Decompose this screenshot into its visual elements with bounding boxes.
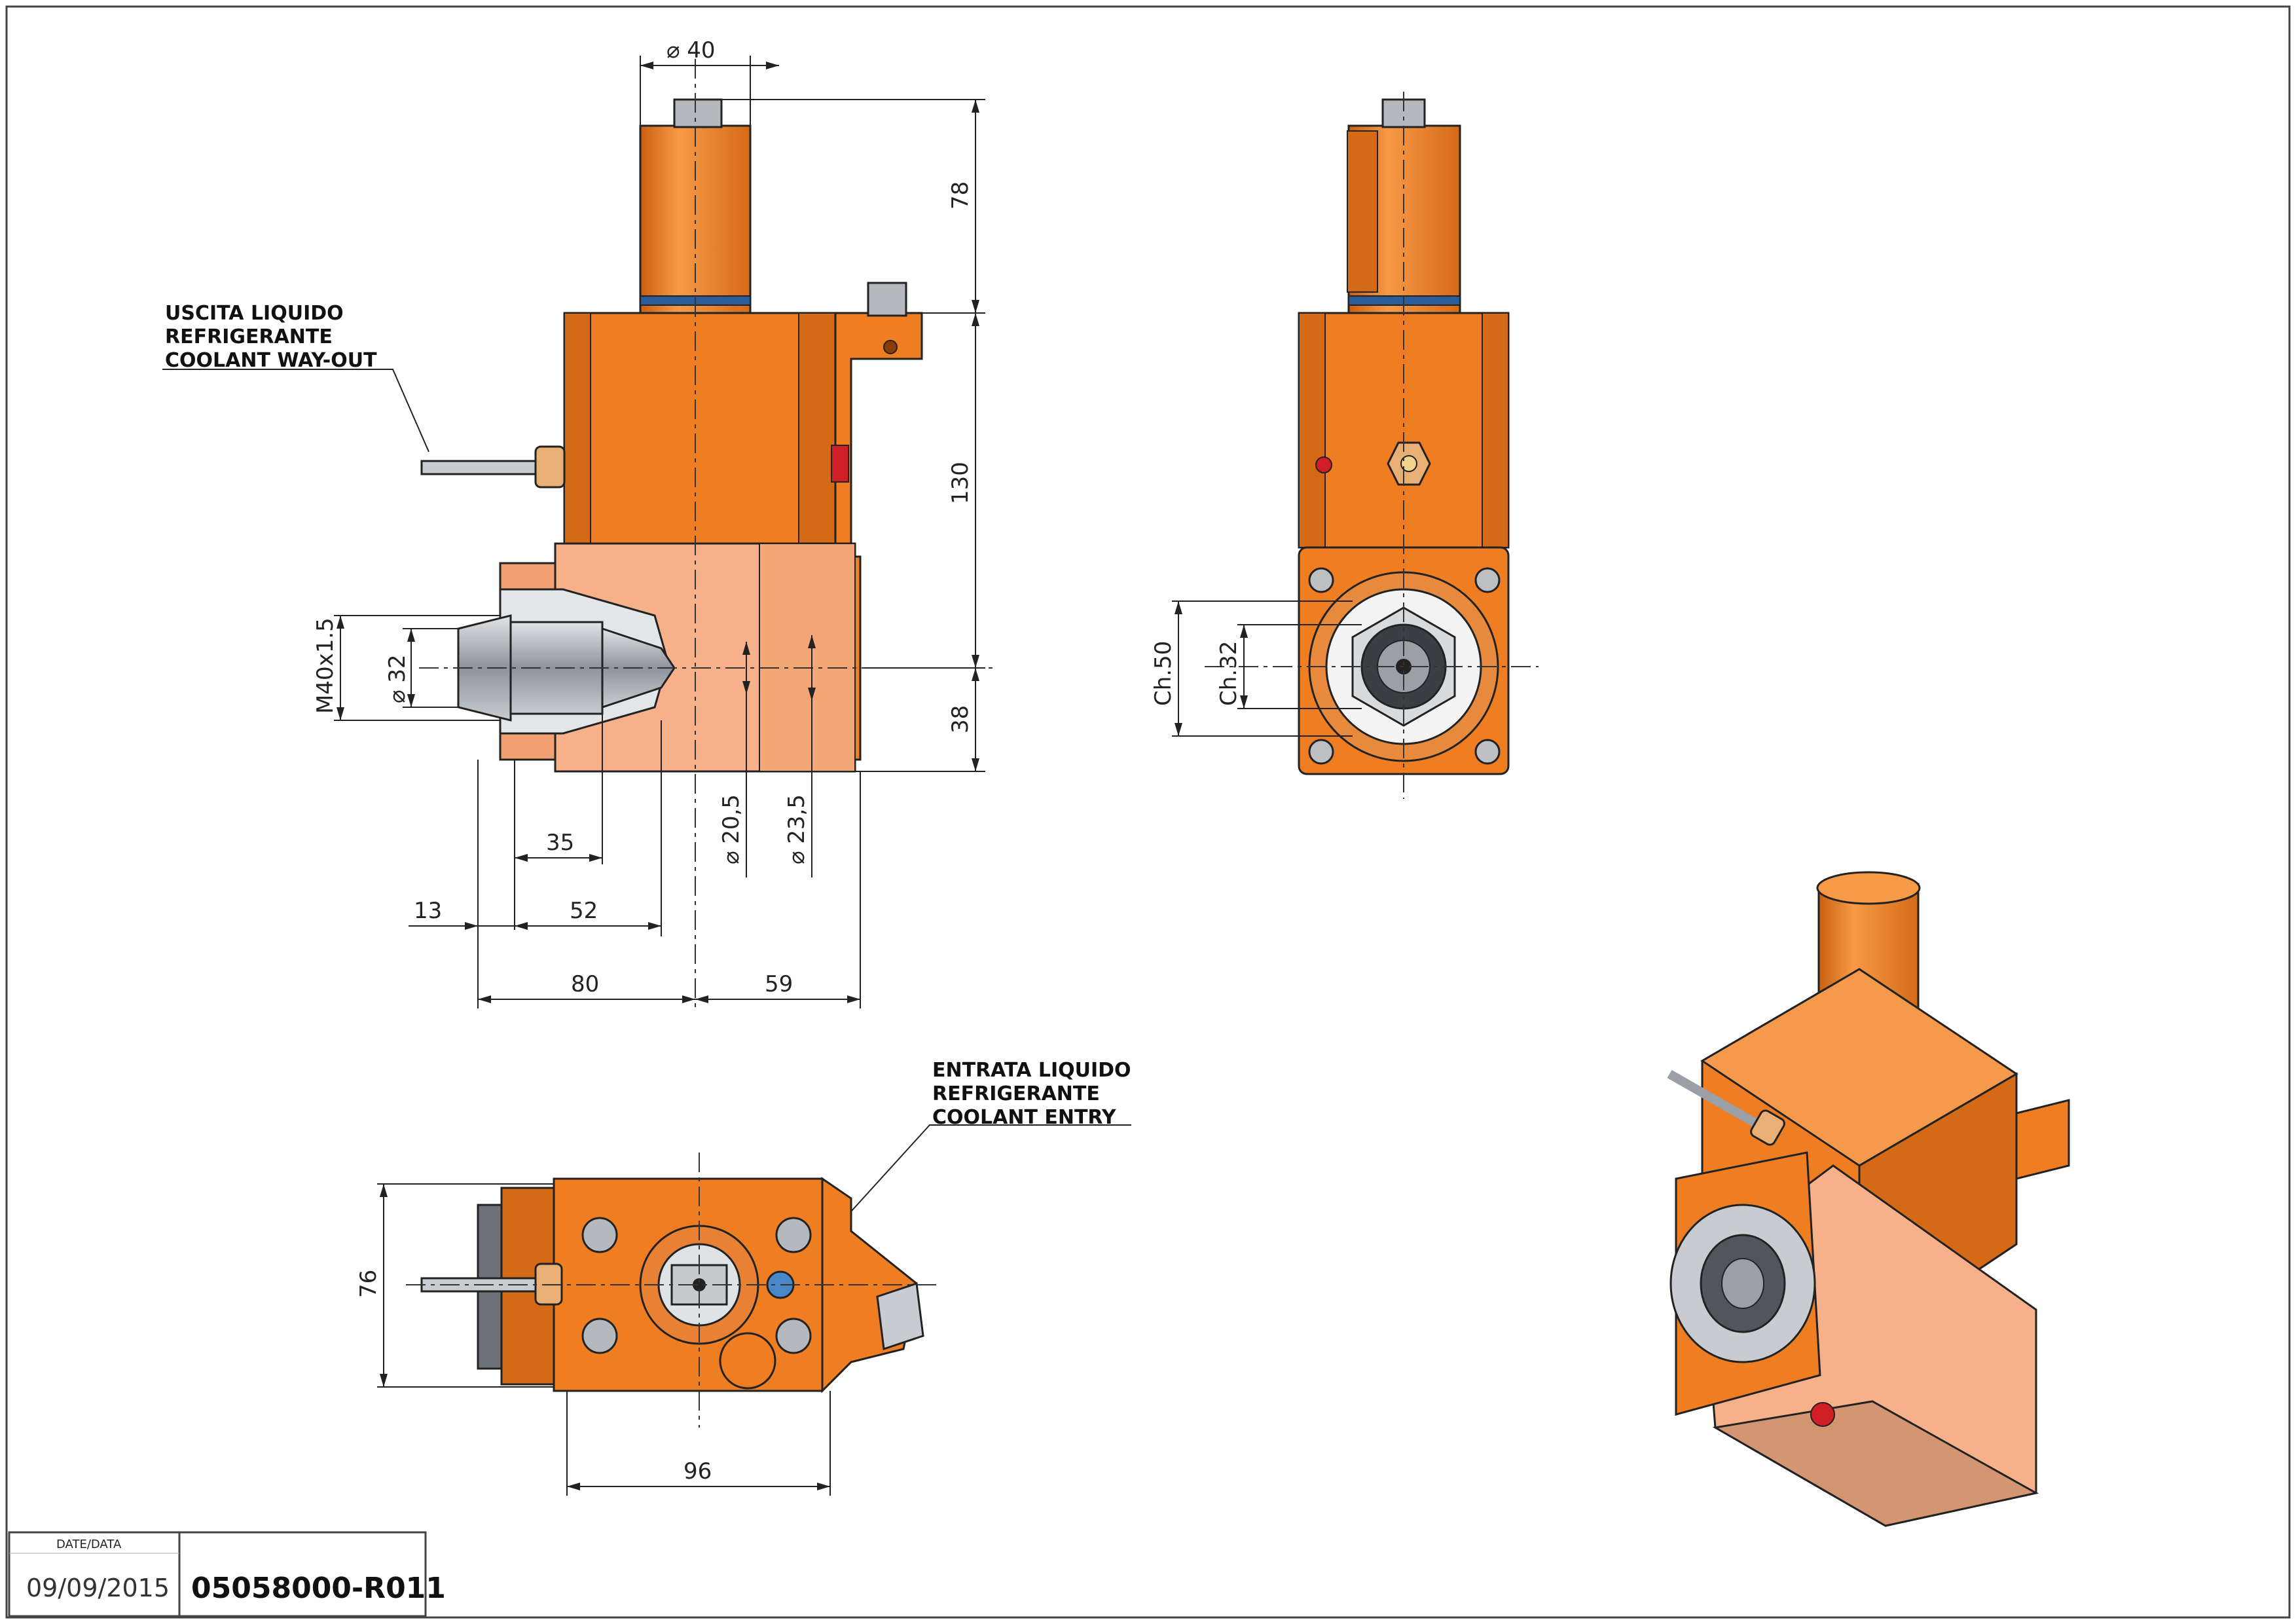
date-label: DATE/DATA <box>56 1538 122 1551</box>
coolant-in-note: ENTRATA LIQUIDO REFRIGERANTE COOLANT ENT… <box>932 1059 1131 1129</box>
upper-body <box>563 312 837 558</box>
dim-w80: 80 <box>571 971 599 997</box>
note-line: USCITA LIQUIDO <box>165 302 344 325</box>
dim-d40: ⌀ 40 <box>666 37 716 64</box>
dim-w96: 96 <box>683 1458 712 1485</box>
dim-h76: 76 <box>355 1270 382 1298</box>
note-line: REFRIGERANTE <box>165 325 333 348</box>
note-line: COOLANT ENTRY <box>932 1106 1117 1129</box>
dim-d32: ⌀ 32 <box>384 654 410 703</box>
note-line: REFRIGERANTE <box>932 1082 1100 1105</box>
dimension-labels: ⌀ 40 78 130 38 M40x1.5 ⌀ 32 ⌀ 20,5 ⌀ 23,… <box>312 37 1242 1485</box>
sheet-border <box>5 5 2291 1619</box>
note-line: COOLANT WAY-OUT <box>165 349 377 372</box>
isometric-view <box>1667 871 2070 1527</box>
dim-h130: 130 <box>947 462 974 504</box>
side-view <box>1205 92 1539 799</box>
top-view <box>406 1153 936 1428</box>
dim-d23_5: ⌀ 23,5 <box>784 794 810 864</box>
collet <box>457 614 512 722</box>
dim-ch32: Ch.32 <box>1216 641 1242 706</box>
dim-h38: 38 <box>947 705 974 733</box>
dim-w13: 13 <box>414 898 442 924</box>
note-line: ENTRATA LIQUIDO <box>932 1059 1131 1082</box>
dim-ch50: Ch.50 <box>1150 641 1176 706</box>
front-dimensions <box>162 56 985 1008</box>
dim-h78: 78 <box>947 181 974 210</box>
dim-w52: 52 <box>570 898 598 924</box>
coolant-out-note: USCITA LIQUIDO REFRIGERANTE COOLANT WAY-… <box>165 302 377 372</box>
side-dimensions <box>1172 600 1362 737</box>
dim-thread: M40x1.5 <box>312 618 338 714</box>
date-value: 09/09/2015 <box>26 1574 170 1602</box>
dim-w59: 59 <box>765 971 793 997</box>
coolant-outlet-pipe <box>420 460 541 475</box>
front-view <box>419 59 995 1008</box>
dim-d20_5: ⌀ 20,5 <box>718 794 744 864</box>
top-dimensions <box>377 1124 1131 1496</box>
dim-w35: 35 <box>546 830 574 856</box>
drawing-code: 05058000-R011 <box>191 1572 446 1605</box>
title-block: DATE/DATA 09/09/2015 05058000-R011 <box>8 1531 446 1617</box>
